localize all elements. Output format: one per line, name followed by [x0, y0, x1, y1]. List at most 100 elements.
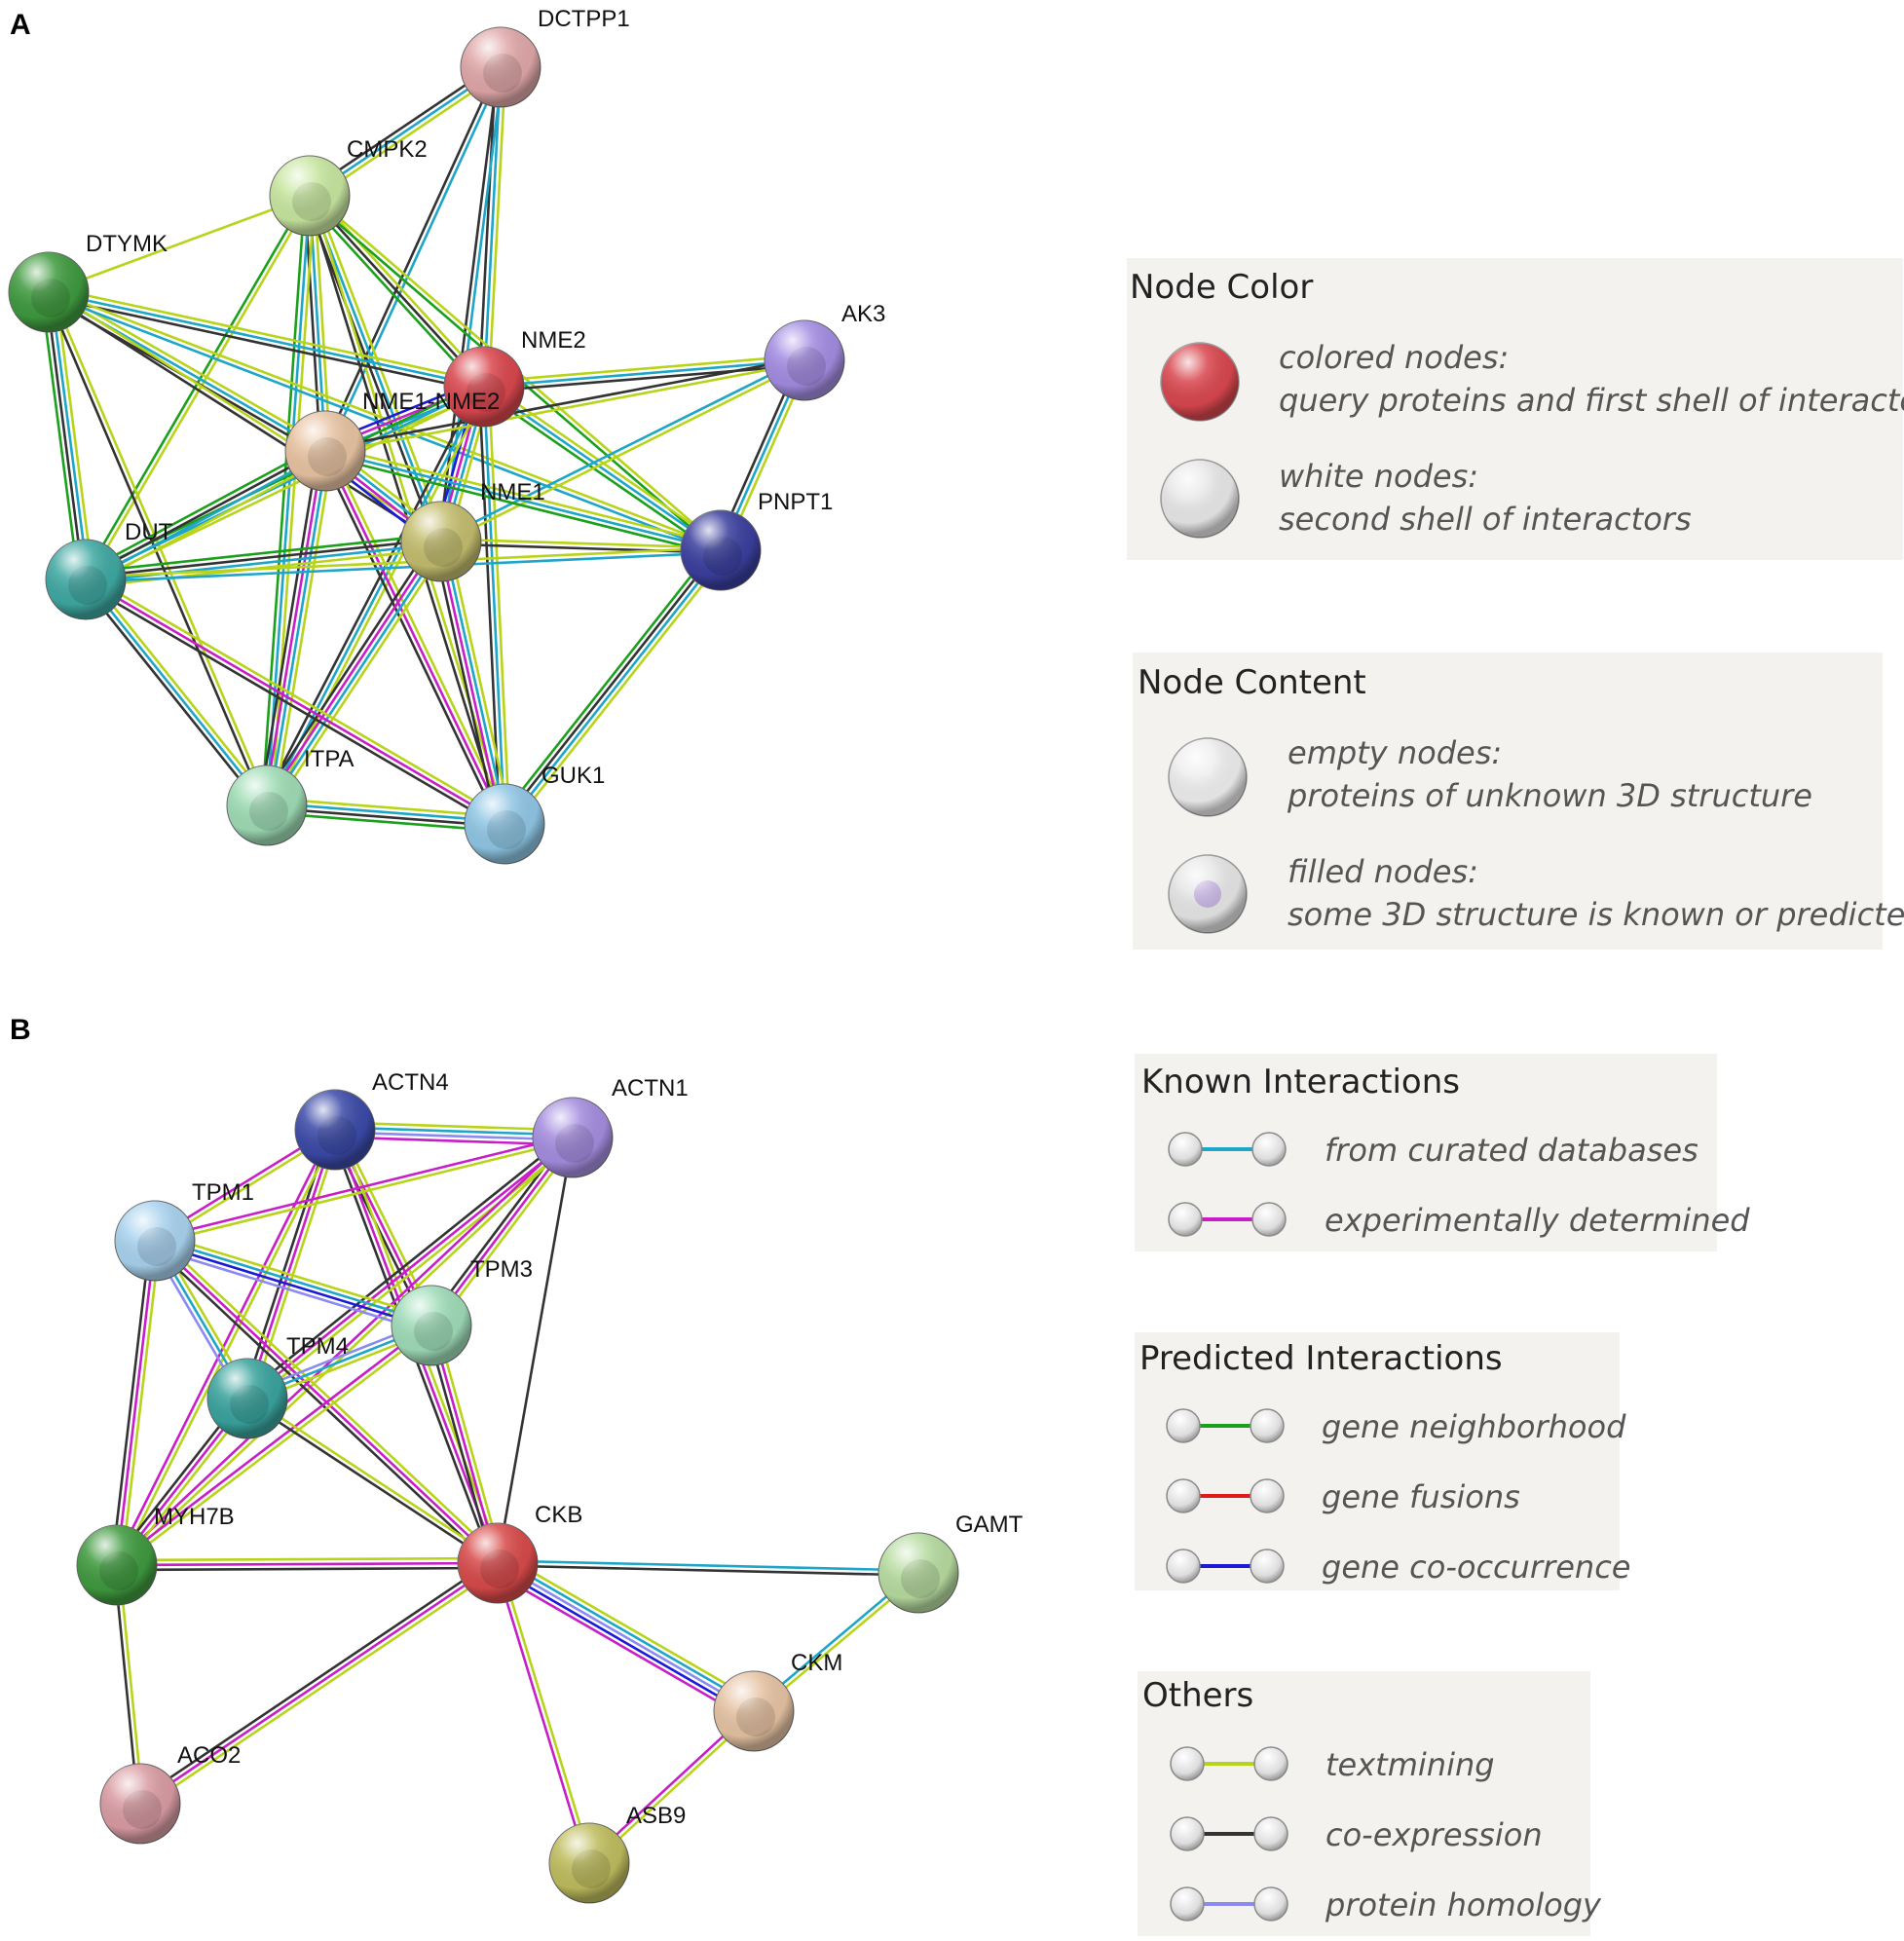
edge-line-coexpression	[85, 538, 441, 579]
node-nme2[interactable]: NME2	[443, 327, 586, 428]
node-label: ACTN4	[372, 1069, 449, 1096]
legend-line-endpoint	[1166, 1549, 1201, 1584]
network-a-edges	[40, 61, 810, 833]
edge-line-homology	[497, 1561, 755, 1713]
legend-node-content: Node Content empty nodes: proteins of un…	[1133, 653, 1904, 950]
edge-line-textmining	[249, 1139, 577, 1403]
edge-line-curated	[482, 66, 503, 388]
node-label: DUT	[125, 519, 173, 545]
edge-line-neighborhood	[305, 198, 482, 392]
edge-TPM3-MYH7B	[114, 1322, 434, 1569]
edge-line-neighborhood	[323, 454, 721, 557]
legend-known-interactions: Known Interactions from curated database…	[1135, 1054, 1750, 1251]
node-tpm3[interactable]: TPM3	[391, 1256, 533, 1366]
node-myh7b[interactable]: MYH7B	[76, 1504, 235, 1606]
edge-DUT-PNPT1	[85, 546, 722, 583]
edge-line-neighborhood	[40, 292, 80, 581]
node-gloss	[533, 1098, 613, 1177]
node-label: MYH7B	[154, 1504, 235, 1530]
edge-DTYMK-DUT	[40, 290, 94, 581]
node-aco2[interactable]: ACO2	[99, 1742, 241, 1845]
node-ckm[interactable]: CKM	[713, 1650, 842, 1752]
edge-line-experimental	[139, 1561, 499, 1806]
node-label: NME2	[521, 327, 586, 354]
edge-PNPT1-GUK1	[498, 544, 728, 830]
edge-line-textmining	[85, 546, 721, 579]
edge-line-coexpression	[502, 547, 721, 824]
edge-line-experimental	[85, 578, 505, 826]
node-tpm1[interactable]: TPM1	[114, 1179, 254, 1282]
legend-neighborhood-label: gene neighborhood	[1322, 1408, 1626, 1445]
edge-DUT-ITPA	[81, 576, 272, 809]
edge-line-experimental	[114, 1135, 573, 1565]
edge-line-experimental	[245, 1129, 337, 1400]
edge-line-textmining	[441, 361, 806, 545]
legend-line-endpoint	[1251, 1132, 1287, 1167]
node-actn1[interactable]: ACTN1	[532, 1075, 689, 1178]
edge-line-neighborhood	[81, 443, 323, 575]
node-gamt[interactable]: GAMT	[877, 1512, 1024, 1614]
edge-line-textmining	[157, 1236, 503, 1561]
edge-line-textmining	[116, 1556, 498, 1562]
edge-line-textmining	[55, 290, 94, 579]
edge-ACTN1-TPM4	[243, 1133, 577, 1403]
edge-line-curated	[482, 386, 506, 825]
node-guk1[interactable]: GUK1	[464, 763, 605, 865]
node-label: CKB	[535, 1502, 582, 1528]
node-actn4[interactable]: ACTN4	[294, 1069, 449, 1171]
edge-line-coexpression	[258, 449, 319, 804]
node-label: TPM4	[286, 1333, 349, 1360]
legend-colored-nodes-desc: query proteins and first shell of intera…	[1279, 382, 1904, 419]
node-label: ACO2	[177, 1742, 241, 1769]
node-gloss	[681, 510, 761, 590]
edge-line-experimental	[492, 1570, 750, 1721]
edge-line-curated	[326, 67, 504, 453]
node-ak3[interactable]: AK3	[764, 301, 885, 401]
node-itpa[interactable]: ITPA	[226, 746, 355, 846]
edge-line-textmining	[499, 1561, 593, 1863]
edge-line-experimental	[323, 450, 506, 825]
edge-line-textmining	[156, 1232, 434, 1321]
node-ckb[interactable]: CKB	[457, 1502, 582, 1604]
edge-line-homology	[152, 1246, 430, 1334]
edge-line-experimental	[154, 1134, 573, 1240]
node-pnpt1[interactable]: PNPT1	[680, 489, 833, 591]
node-cmpk2[interactable]: CMPK2	[269, 136, 428, 237]
edge-line-textmining	[49, 285, 486, 384]
edge-line-textmining	[325, 444, 723, 547]
edge-DTYMK-NME2	[47, 285, 486, 393]
edge-TPM4-CKB	[244, 1395, 501, 1567]
edge-line-curated	[86, 452, 327, 583]
node-nme1[interactable]: NME1	[400, 479, 545, 582]
edge-line-coexpression	[110, 1240, 152, 1565]
edge-line-coexpression	[46, 293, 441, 545]
edge-line-coexpression	[45, 292, 85, 580]
node-nme1-nme2[interactable]: NME1-NME2	[284, 389, 500, 492]
legend-white-nodes-desc: second shell of interactors	[1279, 501, 1692, 538]
legend-node-color-box	[1127, 258, 1903, 560]
edge-line-coexpression	[484, 363, 805, 393]
node-gloss	[465, 784, 544, 864]
node-dctpp1[interactable]: DCTPP1	[460, 6, 630, 108]
edge-line-curated	[268, 541, 445, 808]
edge-line-experimental	[263, 539, 440, 805]
edge-CKB-CKM	[492, 1553, 760, 1721]
node-dtymk[interactable]: DTYMK	[8, 231, 168, 333]
edge-NME1-NME2-DUT	[81, 443, 330, 587]
legend-line-endpoint	[1253, 1816, 1288, 1851]
edge-NME1-NME2-GUK1	[319, 448, 510, 827]
edge-CMPK2-DUT	[82, 194, 314, 581]
node-tpm4[interactable]: TPM4	[206, 1333, 349, 1439]
node-gloss	[765, 320, 844, 400]
edge-line-coexpression	[81, 581, 265, 809]
legend-others: Others textmining co-expression protein …	[1138, 1671, 1602, 1936]
edge-line-textmining	[247, 1395, 501, 1562]
node-label: GAMT	[955, 1512, 1024, 1538]
node-dut[interactable]: DUT	[45, 519, 173, 620]
edge-line-neighborhood	[82, 194, 309, 579]
legend-empty-nodes-label: empty nodes:	[1288, 734, 1502, 771]
node-asb9[interactable]: ASB9	[548, 1803, 686, 1904]
node-gloss	[392, 1286, 471, 1365]
